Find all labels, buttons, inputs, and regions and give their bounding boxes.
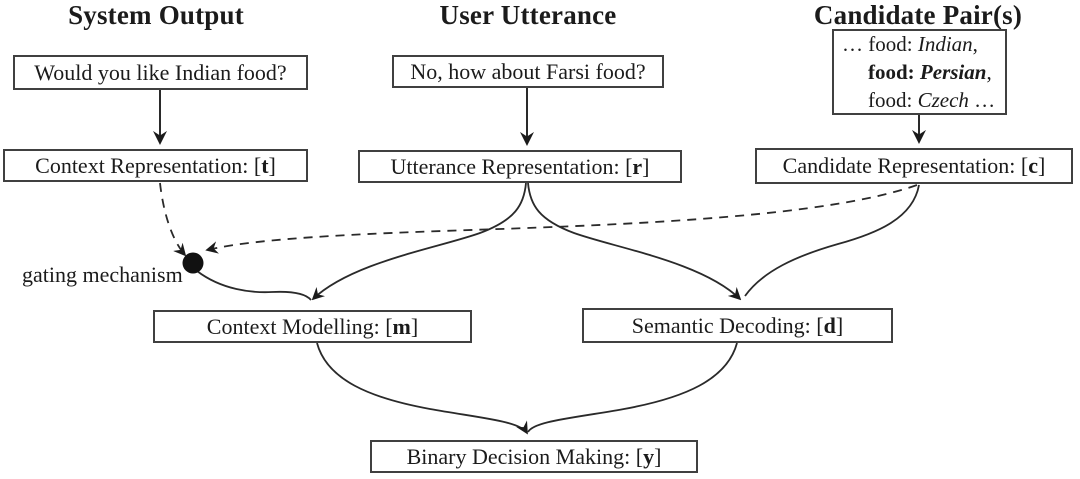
system-message-box: Would you like Indian food?	[13, 55, 308, 90]
candidate-line-czech: food: Czech …	[868, 88, 996, 112]
dashed-arrow-candidate-representation-to-gate	[205, 184, 918, 254]
utterance-representation-box: Utterance Representation: [r]	[358, 150, 682, 183]
candidate-representation-box: Candidate Representation: [c]	[755, 148, 1073, 184]
curve-semantic-decoding-to-binary-decision	[527, 342, 738, 433]
curve-utterance-to-context-modelling	[311, 182, 527, 301]
binary-decision-making-box: Binary Decision Making: [y]	[370, 440, 698, 473]
column-title-system-output: System Output	[68, 0, 244, 30]
context-representation-box: Context Representation: [t]	[3, 149, 308, 182]
candidate-line-indian: … food: Indian,	[842, 32, 978, 56]
candidate-line-persian: food: Persian,	[868, 60, 992, 84]
candidate-pairs-box: … food: Indian, food: Persian, food: Cze…	[832, 29, 1007, 115]
curve-gate-to-context-modelling	[196, 270, 312, 301]
dashed-arrow-context-representation-to-gate	[159, 182, 187, 257]
gating-node-dot	[182, 252, 204, 274]
curve-utterance-to-semantic-decoding	[527, 182, 742, 301]
curve-candidate-to-semantic-decoding	[744, 184, 920, 297]
column-title-user-utterance: User Utterance	[439, 0, 617, 30]
curve-context-modelling-to-binary-decision	[316, 342, 528, 435]
column-title-candidate-pairs: Candidate Pair(s)	[813, 0, 1023, 30]
semantic-decoding-box: Semantic Decoding: [d]	[582, 308, 893, 343]
user-message-box: No, how about Farsi food?	[392, 55, 664, 88]
gating-mechanism-label: gating mechanism	[22, 262, 183, 287]
context-modelling-box: Context Modelling: [m]	[153, 310, 472, 343]
